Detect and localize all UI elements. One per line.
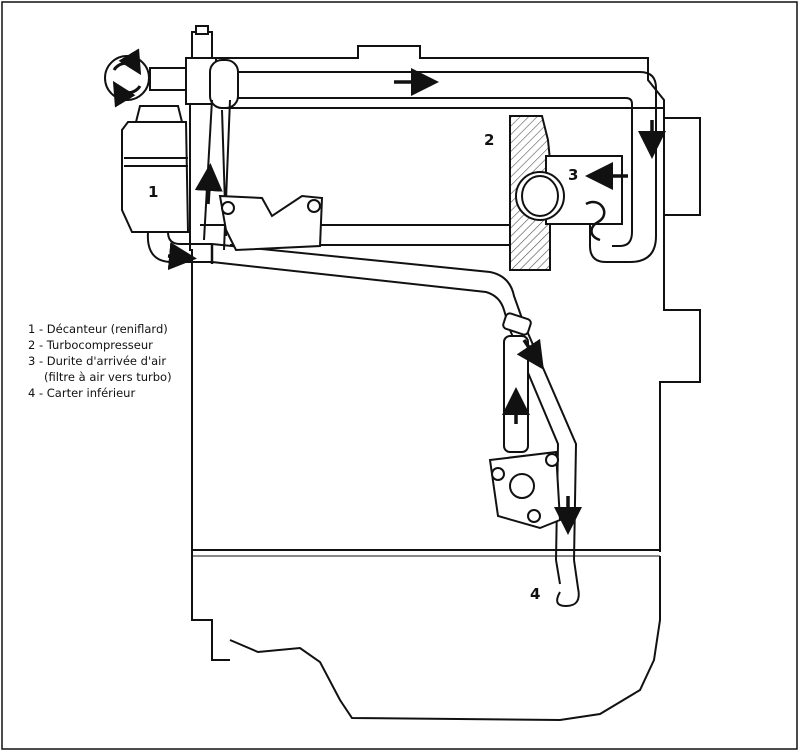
- callout-3: 3: [568, 166, 579, 184]
- legend: 1 - Décanteur (reniflard) 2 - Turbocompr…: [28, 321, 172, 401]
- decanter-breather: [104, 25, 217, 233]
- legend-item-3-detail: (filtre à air vers turbo): [44, 370, 172, 384]
- arrow-diag-down: [516, 338, 544, 370]
- turbocharger: [509, 115, 623, 271]
- legend-item-3: 3 - Durite d'arrivée d'air: [28, 354, 167, 368]
- legend-item-1: 1 - Décanteur (reniflard): [28, 322, 168, 336]
- mounting-bracket: [218, 194, 324, 252]
- callout-4: 4: [530, 585, 541, 603]
- callout-1: 1: [148, 183, 159, 201]
- upper-breather-hose: [209, 59, 657, 263]
- legend-item-2: 2 - Turbocompresseur: [28, 338, 153, 352]
- oil-return-pipe: [488, 335, 562, 530]
- legend-item-4: 4 - Carter inférieur: [28, 386, 136, 400]
- callout-2: 2: [484, 131, 495, 149]
- flow-arrows: [167, 68, 666, 535]
- engine-block-outline: [189, 45, 701, 722]
- arrow-up-hose: [194, 163, 223, 205]
- arrow-right-lower: [167, 242, 197, 271]
